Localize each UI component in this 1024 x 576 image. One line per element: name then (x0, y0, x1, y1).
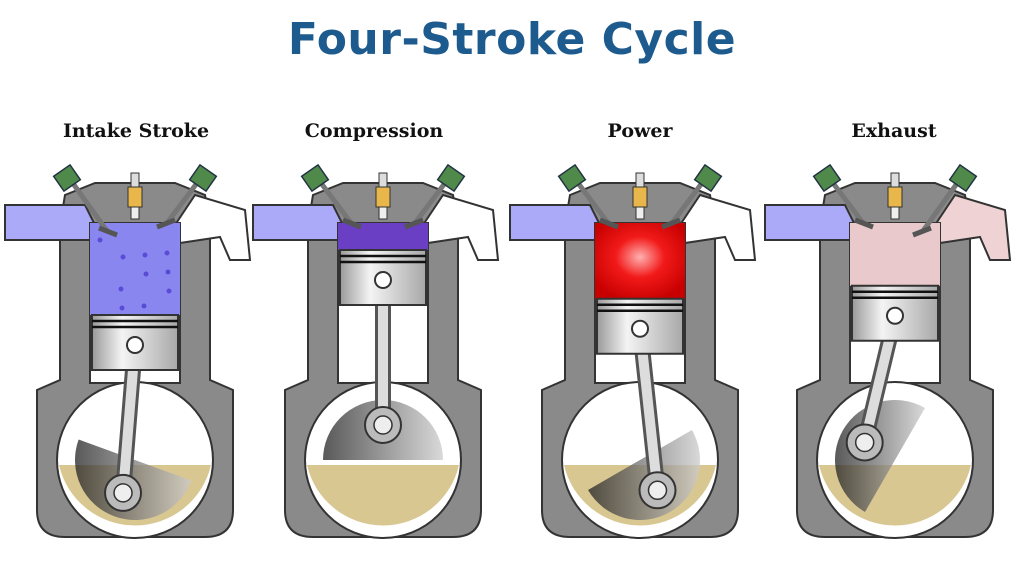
valve-head (156, 217, 176, 230)
combustion-chamber (338, 223, 428, 250)
exhaust-port (173, 193, 252, 261)
exhaust-port (421, 193, 500, 261)
fuel-droplet (165, 269, 171, 275)
intake-port (252, 204, 344, 241)
spark-plug-tip (130, 206, 140, 220)
spark-plug-top (635, 172, 645, 188)
fuel-droplet (142, 252, 148, 258)
engine-0 (4, 163, 252, 539)
valve-head (98, 225, 118, 238)
stroke-label-compression: Compression (304, 120, 444, 142)
crank-pin-center (854, 432, 875, 453)
valve-head (912, 225, 932, 238)
spark-plug-tip (890, 206, 900, 220)
spark-plug-tip (635, 206, 645, 220)
fuel-droplet (120, 254, 126, 260)
piston-pin (126, 336, 144, 354)
valve-head (661, 217, 681, 230)
spark-plug-top (130, 172, 140, 188)
oil-sump (307, 465, 459, 526)
valve-spring (52, 163, 82, 193)
valve-spring (693, 163, 723, 193)
valve-spring (948, 163, 978, 193)
fuel-droplet (141, 303, 147, 309)
spark-plug-body (632, 186, 648, 208)
spark-plug-body (887, 186, 903, 208)
spark-plug-body (127, 186, 143, 208)
valve-spring (188, 163, 218, 193)
valve-head (342, 217, 362, 230)
combustion-chamber (850, 223, 940, 286)
fuel-droplet (97, 237, 103, 243)
combustion-chamber (90, 223, 180, 315)
piston-pin (886, 306, 904, 325)
spark-plug-body (375, 186, 391, 208)
piston-pin (631, 319, 649, 338)
intake-port (509, 204, 601, 241)
page-title: Four-Stroke Cycle (287, 14, 737, 65)
engine-1 (252, 163, 500, 539)
exhaust-port (933, 193, 1012, 261)
spark-plug-top (890, 172, 900, 188)
valve-head (854, 217, 874, 230)
fuel-droplet (119, 305, 125, 311)
fuel-droplet (166, 288, 172, 294)
valve-spring (557, 163, 587, 193)
valve-spring (812, 163, 842, 193)
engine-2 (509, 163, 757, 539)
exhaust-port (678, 193, 757, 261)
combustion-chamber (595, 223, 685, 299)
spark-plug-top (378, 172, 388, 188)
fuel-droplet (143, 271, 149, 277)
stroke-label-intake: Intake Stroke (62, 120, 210, 142)
piston-pin (374, 271, 392, 289)
fuel-droplet (118, 286, 124, 292)
stroke-label-exhaust: Exhaust (851, 120, 937, 142)
valve-head (599, 217, 619, 230)
crank-pin-center (373, 415, 393, 435)
engine-3 (764, 163, 1012, 539)
valve-spring (436, 163, 466, 193)
intake-port (4, 204, 96, 241)
valve-spring (300, 163, 330, 193)
crank-pin-center (647, 480, 668, 501)
spark-plug-tip (378, 206, 388, 220)
valve-head (404, 217, 424, 230)
crank-pin-center (113, 483, 133, 503)
fuel-droplet (164, 250, 170, 256)
stroke-label-power: Power (607, 120, 673, 142)
intake-port (764, 204, 856, 241)
connecting-rod-highlight (635, 323, 663, 496)
